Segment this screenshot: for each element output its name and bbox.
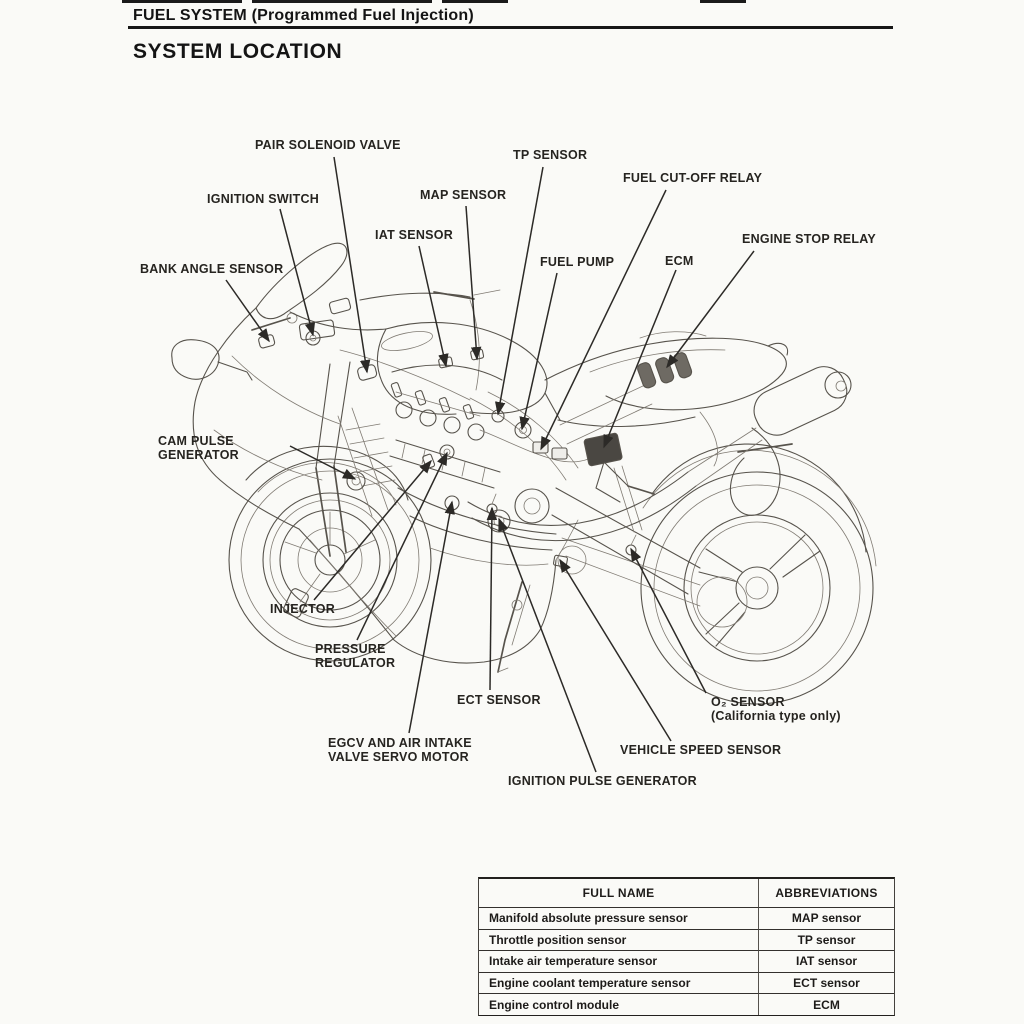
engine-drawing [337,364,603,575]
table-row-ecm-abbr: ECM [758,993,894,1015]
scan-edge-artifact [442,0,508,3]
label-fuel-pump: FUEL PUMP [540,255,615,269]
table-row-tp-name: Throttle position sensor [479,928,758,951]
label-vehicle-speed-sensor: VEHICLE SPEED SENSOR [620,743,782,757]
scan-edge-artifact [122,0,242,3]
label-pressure-regulator: PRESSURE REGULATOR [315,642,396,670]
label-cam-pulse-generator: CAM PULSE GENERATOR [158,434,239,462]
exhaust-drawing [467,366,852,542]
label-ecm: ECM [665,254,694,268]
table-row-iat-name: Intake air temperature sensor [479,950,758,972]
label-ect-sensor: ECT SENSOR [457,693,541,707]
table-row-iat-abbr: IAT sensor [758,950,894,972]
rear-suspension-drawing [551,411,793,595]
label-egcv-servo-motor: EGCV AND AIR INTAKE VALVE SERVO MOTOR [328,736,472,764]
label-engine-stop-relay: ENGINE STOP RELAY [742,232,876,246]
table-row-ecm-name: Engine control module [479,993,758,1015]
leader-lines [225,156,755,773]
front-wheel-drawing [228,458,432,662]
label-ignition-pulse-generator: IGNITION PULSE GENERATOR [508,774,697,788]
rear-wheel-drawing [561,443,877,705]
table-row-map-abbr: MAP sensor [758,907,894,929]
label-iat-sensor: IAT SENSOR [375,228,453,242]
table-row-map-name: Manifold absolute pressure sensor [479,907,758,929]
chapter-title: FUEL SYSTEM (Programmed Fuel Injection) [133,7,474,24]
scan-edge-artifact [700,0,746,3]
table-header-abbreviations: ABBREVIATIONS [758,879,894,907]
label-pair-solenoid-valve: PAIR SOLENOID VALVE [255,138,401,152]
side-stand-drawing [497,581,531,673]
label-injector: INJECTOR [270,602,335,616]
abbreviation-table: FULL NAME ABBREVIATIONS Manifold absolut… [478,877,895,1016]
header-rule [128,26,893,29]
page-title: SYSTEM LOCATION [133,40,343,63]
label-map-sensor: MAP SENSOR [420,188,507,202]
label-fuel-cut-off-relay: FUEL CUT-OFF RELAY [623,171,763,185]
table-row-ect-abbr: ECT sensor [758,971,894,994]
label-tp-sensor: TP SENSOR [513,148,588,162]
label-o2-sensor: O₂ SENSOR (California type only) [711,695,841,723]
label-ignition-switch: IGNITION SWITCH [207,192,320,206]
scan-edge-artifact [252,0,432,3]
table-row-tp-abbr: TP sensor [758,928,894,951]
label-bank-angle-sensor: BANK ANGLE SENSOR [140,262,284,276]
component-markers [258,334,693,568]
table-row-ect-name: Engine coolant temperature sensor [479,971,758,994]
mirror-handlebar-drawing [171,289,501,401]
table-header-full-name: FULL NAME [582,886,655,900]
